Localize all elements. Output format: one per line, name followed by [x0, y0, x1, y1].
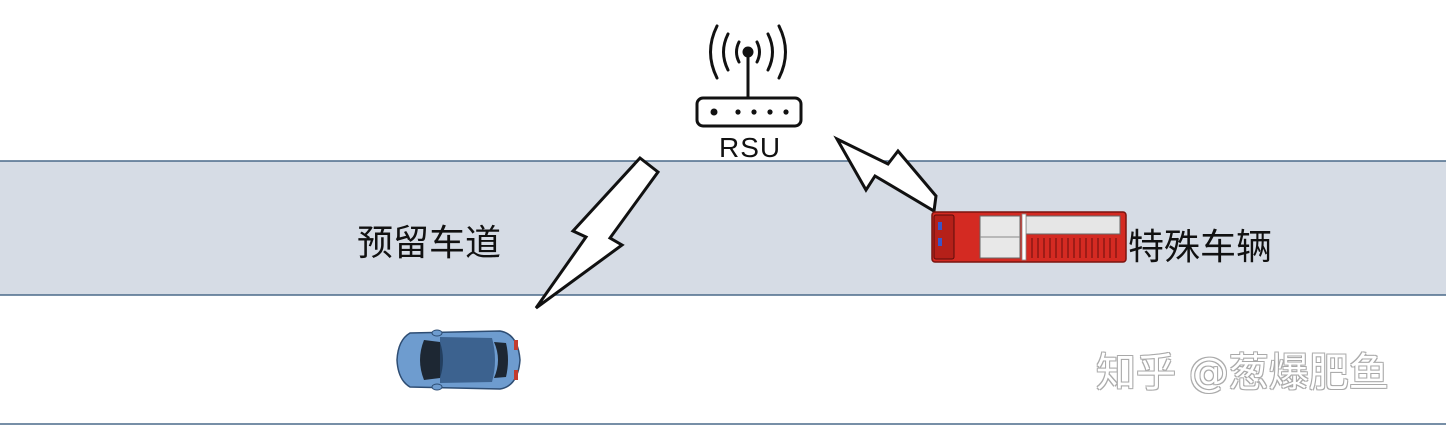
fire-truck-icon	[931, 211, 1127, 263]
router-antenna-icon	[695, 24, 803, 128]
watermark: 知乎 @葱爆肥鱼	[1096, 350, 1389, 396]
car-icon	[396, 329, 521, 391]
rsu-label: RSU	[719, 132, 782, 163]
reserved-lane-label: 预留车道	[357, 223, 502, 264]
special-vehicle-label: 特殊车辆	[1128, 227, 1273, 268]
reserved-lane	[0, 161, 1446, 295]
signal-bolt-to-truck	[833, 135, 938, 214]
signal-bolt-to-car	[534, 155, 661, 310]
